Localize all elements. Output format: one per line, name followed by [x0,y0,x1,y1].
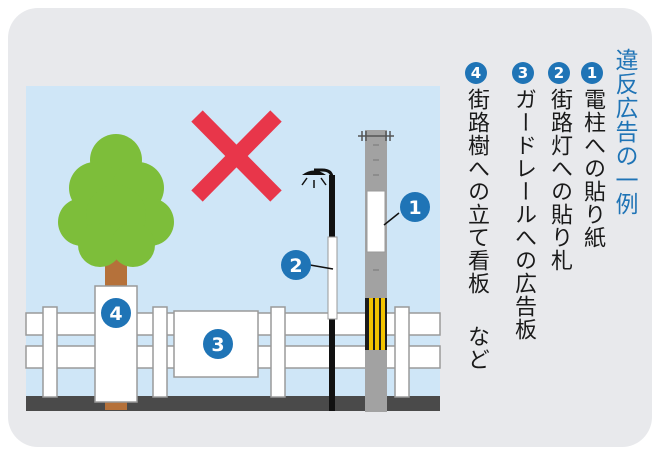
svg-text:4: 4 [109,303,122,325]
list-item-2: 2 街路灯への貼り札 [545,62,573,272]
list-item-1: 1 電柱への貼り紙 [578,62,606,249]
lamp-tag [327,236,338,320]
caption-title: 違反広告の一例 [611,48,637,216]
leader-line-2 [309,264,334,270]
svg-text:1: 1 [408,197,421,219]
cross-mark-icon [191,110,282,202]
item-suffix-4: など [464,325,489,371]
svg-text:3: 3 [211,334,224,356]
list-item-4: 4 街路樹への立て看板など [462,62,490,371]
list-item-3: 3 ガードレールへの広告板 [509,62,537,341]
item-number-3: 3 [512,62,534,84]
marker-4: 4 [101,298,131,328]
leader-line-1 [383,212,400,226]
pole-poster [366,190,386,253]
marker-2: 2 [281,250,311,280]
item-text-2: 街路灯への貼り札 [547,88,572,272]
item-number-1: 1 [581,62,603,84]
marker-3: 3 [203,329,233,359]
item-number-2: 2 [548,62,570,84]
marker-1: 1 [400,192,430,222]
item-text-1: 電柱への貼り紙 [580,88,605,249]
item-text-4: 街路樹への立て看板 [464,88,489,295]
svg-text:2: 2 [289,255,302,277]
item-number-4: 4 [465,62,487,84]
item-text-3: ガードレールへの広告板 [511,88,536,341]
